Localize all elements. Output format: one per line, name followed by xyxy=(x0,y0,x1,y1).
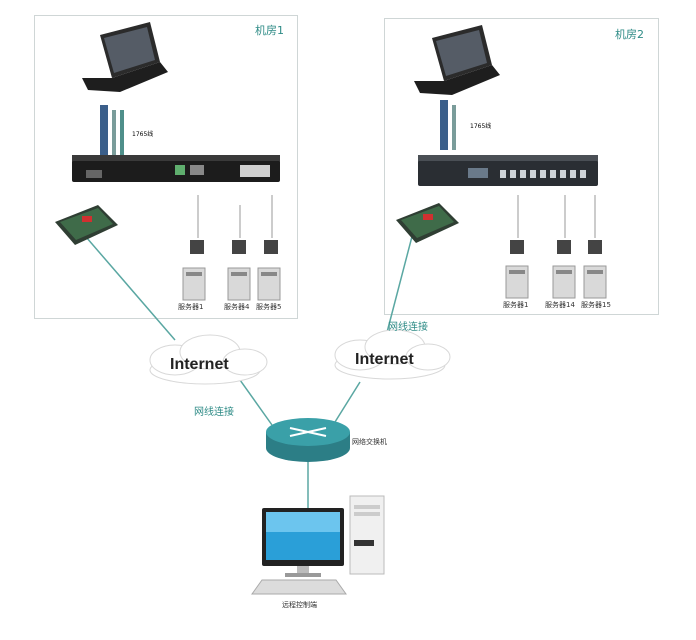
server-icon-2-3 xyxy=(583,240,607,299)
link-label-left: 网线连接 xyxy=(194,407,234,418)
room1-server-2-label: 服务器4 xyxy=(224,303,250,311)
kvm-switch-icon-1 xyxy=(72,155,280,182)
kvm-card-icon-2 xyxy=(396,203,459,243)
cable-label-2: 1765线 xyxy=(470,122,491,130)
room2-server-2-label: 服务器14 xyxy=(545,301,575,309)
remote-computer-icon xyxy=(251,495,385,595)
room-1-title: 机房1 xyxy=(255,24,284,37)
cable-label-1: 1765线 xyxy=(132,130,153,138)
room2-server-1-label: 服务器1 xyxy=(503,301,529,309)
kvm-card-icon-1 xyxy=(55,205,118,245)
link-label-right: 网线连接 xyxy=(388,322,428,333)
vga-cable-icon-1 xyxy=(100,105,124,155)
internet-left-label: Internet xyxy=(170,356,229,373)
internet-cloud-right-icon xyxy=(334,329,451,380)
internet-cloud-left-icon xyxy=(149,334,268,385)
console-laptop-icon-2 xyxy=(414,25,500,95)
remote-label: 远程控制端 xyxy=(282,601,317,609)
server-icon-2-2 xyxy=(552,240,576,299)
server-icon-1-3 xyxy=(257,240,281,301)
internet-right-label: Internet xyxy=(355,351,414,368)
server-icon-1-2 xyxy=(227,240,251,301)
server-icon-2-1 xyxy=(505,240,529,299)
vga-cable-icon-2 xyxy=(440,100,456,150)
link-internet-switch-left xyxy=(239,379,273,426)
console-laptop-icon-1 xyxy=(82,22,168,92)
server-icon-1-1 xyxy=(182,240,206,301)
link-room2-internet xyxy=(384,224,416,341)
kvm-switch-icon-2 xyxy=(418,155,598,186)
room1-server-3-label: 服务器5 xyxy=(256,303,282,311)
link-internet-switch-right xyxy=(334,381,361,423)
room2-server-3-label: 服务器15 xyxy=(581,301,611,309)
link-room1-internet xyxy=(79,229,176,341)
room-2-title: 机房2 xyxy=(615,28,644,41)
room1-server-1-label: 服务器1 xyxy=(178,303,204,311)
network-switch-icon xyxy=(266,418,350,462)
switch-label: 网络交换机 xyxy=(352,438,387,446)
